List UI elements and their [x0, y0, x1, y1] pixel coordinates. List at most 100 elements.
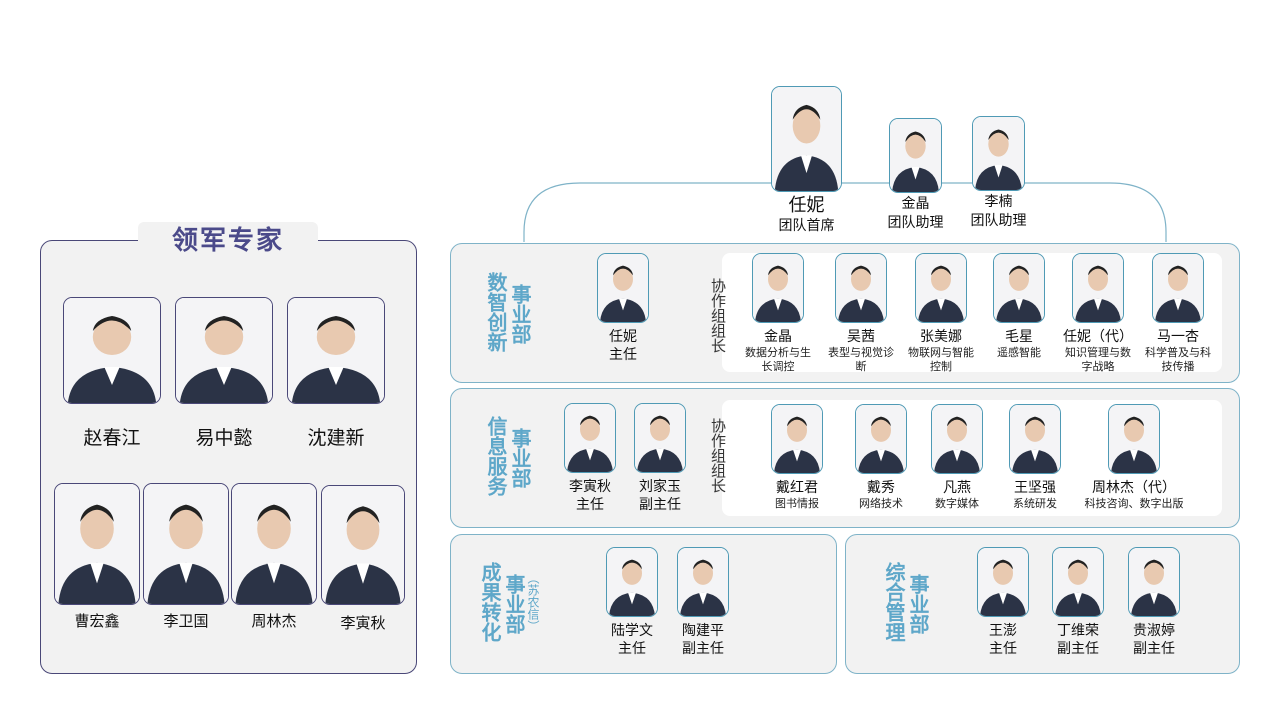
person-photo-icon	[64, 298, 160, 403]
leader-photo	[231, 483, 317, 605]
leader-name: 赵春江	[83, 427, 141, 449]
person-photo-icon	[994, 254, 1044, 322]
group-leader-photo	[1152, 253, 1204, 323]
group-leader-field: 物联网与智能控制	[908, 346, 974, 373]
group-leaders-area-1	[722, 253, 1222, 372]
person-photo-icon	[772, 87, 841, 191]
dept-head-photo	[1052, 547, 1104, 617]
group-leader-photo	[993, 253, 1045, 323]
assistant-name: 金晶	[901, 196, 930, 212]
person-photo-icon	[1129, 548, 1179, 616]
dept-head-role: 副主任	[1133, 641, 1175, 657]
dept-head-role: 主任	[609, 347, 637, 363]
dept-title-main: 信息服务	[484, 416, 508, 496]
leader-photo	[54, 483, 140, 605]
assistant-photo	[889, 118, 942, 193]
person-photo-icon	[1153, 254, 1203, 322]
group-leader-name: 马一杏	[1157, 329, 1199, 345]
dept-head-role: 主任	[618, 641, 646, 657]
person-photo-icon	[856, 405, 906, 473]
chief-photo	[771, 86, 842, 192]
dept-title-note: （苏农信）	[526, 572, 540, 632]
group-leader-field: 系统研发	[1013, 497, 1057, 510]
group-leader-name: 周林杰（代）	[1092, 480, 1176, 496]
person-photo-icon	[836, 254, 886, 322]
dept-title-suffix: 事业部	[502, 574, 526, 634]
dept-title-main: 成果转化	[478, 562, 502, 642]
person-photo-icon	[916, 254, 966, 322]
dept-head-role: 副主任	[639, 497, 681, 513]
dept-head-name: 任妮	[609, 329, 637, 345]
dept-title-main: 综合管理	[882, 562, 906, 642]
dept-head-photo	[597, 253, 649, 323]
group-leader-name: 毛星	[1005, 329, 1033, 345]
person-photo-icon	[890, 119, 941, 192]
person-photo-icon	[144, 484, 228, 604]
assistant-photo	[972, 116, 1025, 191]
person-photo-icon	[1109, 405, 1159, 473]
person-photo-icon	[598, 254, 648, 322]
dept-head-role: 副主任	[682, 641, 724, 657]
person-photo-icon	[932, 405, 982, 473]
group-leader-field: 网络技术	[859, 497, 903, 510]
person-photo-icon	[1073, 254, 1123, 322]
group-leader-photo	[1009, 404, 1061, 474]
person-photo-icon	[232, 484, 316, 604]
leader-experts-title: 领军专家	[138, 222, 318, 260]
dept-head-photo	[977, 547, 1029, 617]
team-arch-connector	[523, 182, 1167, 242]
dept-title-suffix: 事业部	[508, 284, 532, 344]
dept-head-photo	[677, 547, 729, 617]
person-photo-icon	[772, 405, 822, 473]
group-leader-photo	[931, 404, 983, 474]
dept-head-photo	[606, 547, 658, 617]
dept-head-name: 陶建平	[682, 623, 724, 639]
leader-photo	[143, 483, 229, 605]
leader-name: 易中懿	[195, 427, 253, 449]
group-leader-name: 任妮（代）	[1063, 329, 1133, 345]
assistant-role: 团队助理	[970, 213, 1027, 229]
leader-name: 李卫国	[163, 612, 209, 630]
leader-photo	[63, 297, 161, 404]
person-photo-icon	[322, 486, 404, 604]
person-photo-icon	[55, 484, 139, 604]
leader-name: 李寅秋	[340, 614, 386, 632]
person-photo-icon	[1010, 405, 1060, 473]
group-leader-photo	[1108, 404, 1160, 474]
group-leader-name: 凡燕	[943, 480, 971, 496]
assistant-name: 李楠	[984, 194, 1013, 210]
group-leader-photo	[771, 404, 823, 474]
dept-head-role: 副主任	[1057, 641, 1099, 657]
group-leader-field: 数字媒体	[935, 497, 979, 510]
person-photo-icon	[978, 548, 1028, 616]
chief-role: 团队首席	[778, 218, 835, 234]
dept-head-name: 王澎	[989, 623, 1017, 639]
leader-photo	[175, 297, 273, 404]
group-leader-photo	[752, 253, 804, 323]
group-leader-field: 科技咨询、数字出版	[1084, 497, 1184, 510]
person-photo-icon	[635, 404, 685, 472]
dept-head-name: 贵淑婷	[1133, 623, 1175, 639]
assistant-role: 团队助理	[887, 215, 944, 231]
dept-head-photo	[564, 403, 616, 473]
person-photo-icon	[565, 404, 615, 472]
group-leader-photo	[835, 253, 887, 323]
group-leader-label: 协作组组长	[709, 418, 727, 493]
dept-title-main: 数智创新	[484, 272, 508, 352]
dept-head-name: 刘家玉	[639, 479, 681, 495]
person-photo-icon	[176, 298, 272, 403]
chief-name: 任妮	[788, 195, 825, 216]
dept-head-name: 丁维荣	[1057, 623, 1099, 639]
leader-name: 周林杰	[251, 612, 297, 630]
dept-title-suffix: 事业部	[906, 574, 930, 634]
dept-head-name: 陆学文	[611, 623, 653, 639]
leader-name: 曹宏鑫	[74, 612, 120, 630]
group-leader-name: 吴茜	[847, 329, 875, 345]
dept-head-name: 李寅秋	[569, 479, 611, 495]
dept-title-suffix: 事业部	[508, 428, 532, 488]
group-leader-field: 知识管理与数字战略	[1065, 346, 1131, 373]
person-photo-icon	[753, 254, 803, 322]
dept-head-photo	[1128, 547, 1180, 617]
person-photo-icon	[607, 548, 657, 616]
person-photo-icon	[973, 117, 1024, 190]
